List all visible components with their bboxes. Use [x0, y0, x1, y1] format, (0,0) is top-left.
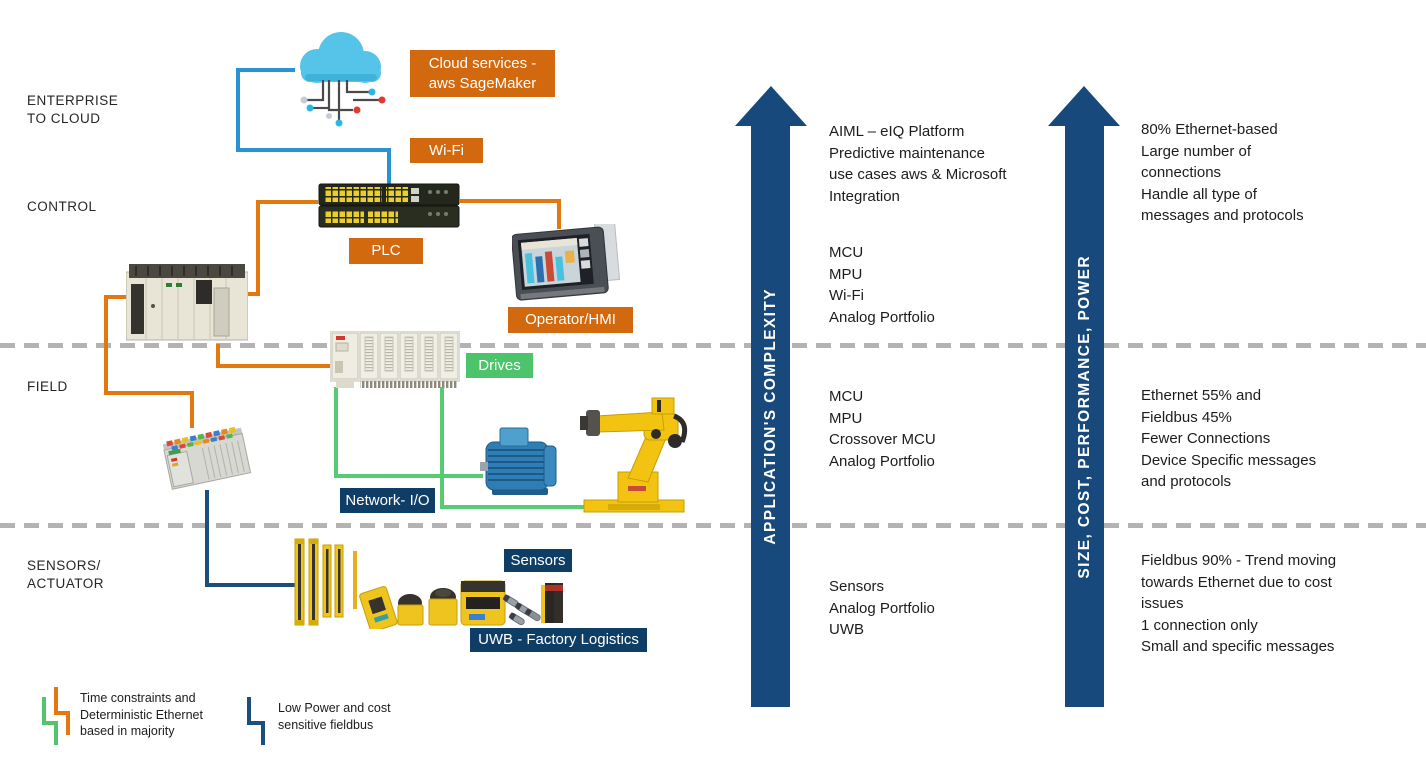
connector-switch-to-plc — [246, 200, 318, 296]
note-sensor-network: Fieldbus 90% - Trend moving towards Ethe… — [1141, 552, 1337, 655]
arrow-shaft: SIZE, COST, PERFORMANCE, POWER — [1065, 126, 1104, 707]
connector-io-to-sensors — [205, 490, 296, 587]
level-label-control: CONTROL — [27, 199, 97, 214]
cloud-network-icon — [300, 32, 386, 127]
section-divider-field-sensors — [0, 523, 1426, 528]
drives-module-icon — [330, 331, 460, 388]
tag-network-io: Network- I/O — [340, 488, 435, 513]
connector-drives-to-motor — [334, 387, 483, 478]
applications-complexity-arrow: APPLICATION'S COMPLEXITY — [735, 86, 807, 707]
tag-operator-hmi: Operator/HMI — [508, 307, 633, 333]
level-label-field: FIELD — [27, 379, 68, 394]
arrow-label: SIZE, COST, PERFORMANCE, POWER — [1075, 254, 1093, 579]
deterministic-ethernet-legend-label: Time constraints and Deterministic Ether… — [80, 691, 203, 738]
level-label-enterprise: ENTERPRISE TO CLOUD — [27, 93, 119, 126]
plc-rack-icon — [126, 264, 248, 341]
connector-cloud-to-switch — [236, 68, 391, 185]
note-field-network: Ethernet 55% and Fieldbus 45% Fewer Conn… — [1141, 387, 1317, 490]
connector-switch-to-hmi — [460, 199, 561, 229]
note-enterprise-platform: AIML – eIQ Platform Predictive maintenan… — [829, 123, 1007, 205]
motor-icon — [480, 427, 557, 495]
fieldbus-legend-icon — [247, 697, 265, 745]
note-sensor-products: Sensors Analog Portfolio UWB — [829, 578, 935, 638]
arrow-shaft: APPLICATION'S COMPLEXITY — [751, 126, 790, 707]
tag-uwb-factory-logistics: UWB - Factory Logistics — [470, 628, 647, 652]
tag-wifi: Wi-Fi — [410, 138, 483, 163]
connector-plc-to-drives — [216, 344, 333, 368]
size-cost-performance-power-arrow: SIZE, COST, PERFORMANCE, POWER — [1048, 86, 1120, 707]
note-field-products: MCU MPU Crossover MCU Analog Portfolio — [829, 388, 936, 470]
note-control-products: MCU MPU Wi-Fi Analog Portfolio — [829, 244, 935, 326]
connector-plc-to-io — [104, 295, 194, 428]
robot-arm-icon — [580, 397, 688, 513]
hmi-panel-icon — [512, 224, 621, 301]
tag-cloud-services: Cloud services - aws SageMaker — [410, 50, 555, 97]
tag-plc: PLC — [349, 238, 423, 264]
tag-sensors: Sensors — [504, 549, 572, 572]
fieldbus-legend-label: Low Power and cost sensitive fieldbus — [278, 701, 391, 732]
arrow-head — [735, 86, 807, 126]
ethernet-switch-icon — [318, 183, 460, 228]
connector-drives-to-robot — [440, 387, 608, 509]
remote-io-icon — [163, 426, 252, 490]
tag-drives: Drives — [466, 353, 533, 378]
section-divider-control-field — [0, 343, 1426, 348]
safety-sensors-icon — [294, 538, 563, 629]
note-enterprise-network: 80% Ethernet-based Large number of conne… — [1141, 121, 1304, 224]
level-label-sensors: SENSORS/ ACTUATOR — [27, 558, 105, 591]
arrow-label: APPLICATION'S COMPLEXITY — [761, 288, 779, 545]
arrow-head — [1048, 86, 1120, 126]
deterministic-ethernet-legend-icon — [42, 687, 70, 745]
